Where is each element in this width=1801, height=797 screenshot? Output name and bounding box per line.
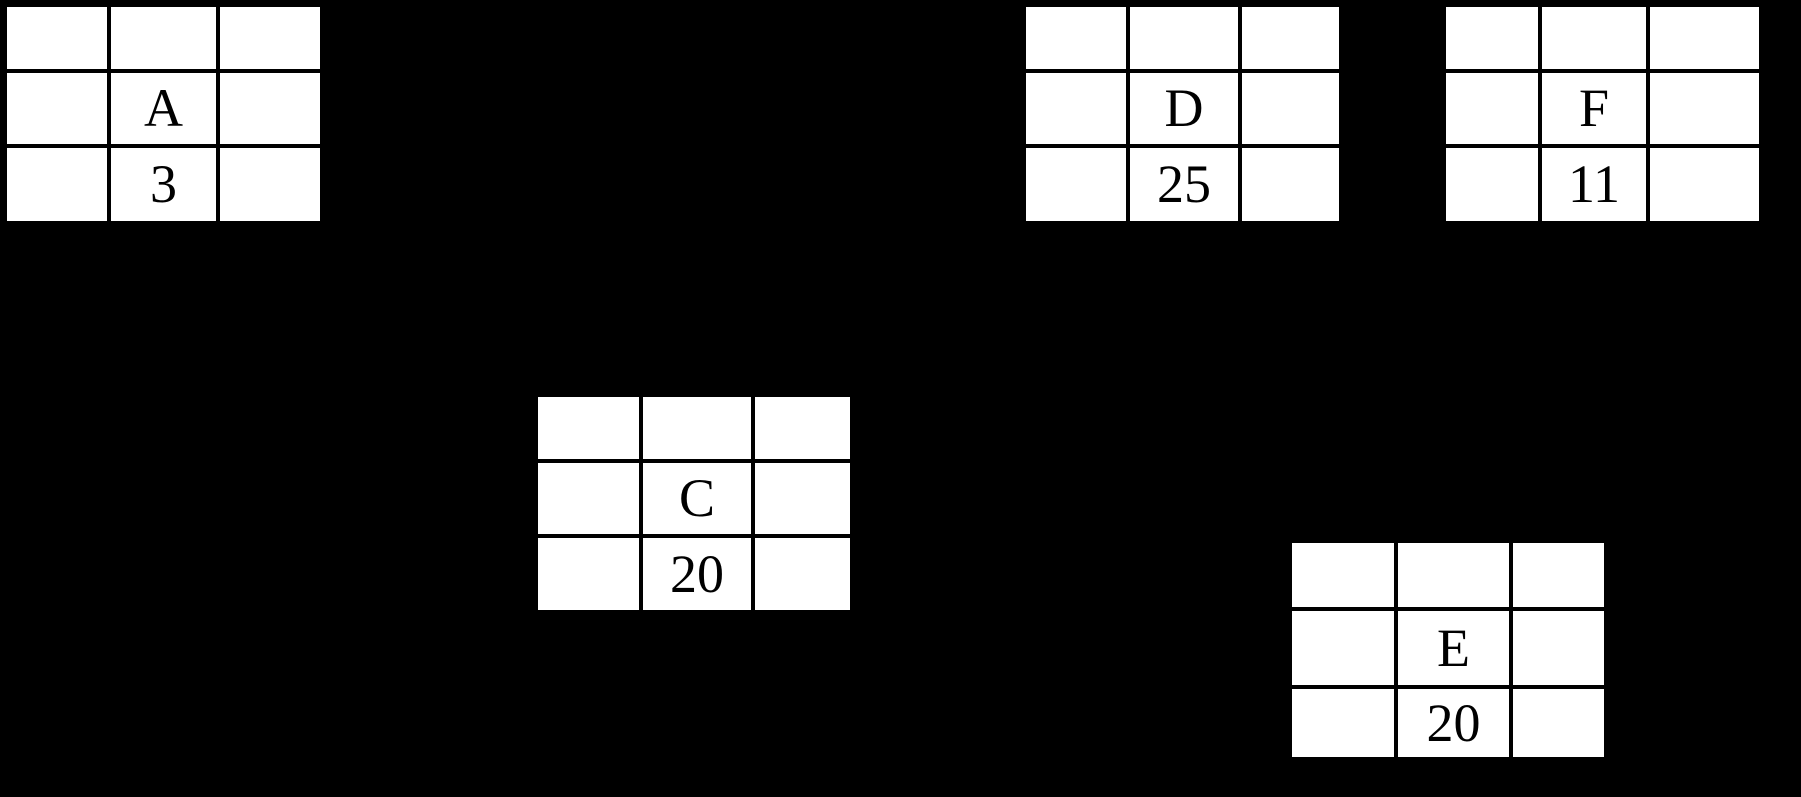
table-f-cell-r3-c1 [1446, 147, 1539, 221]
table-a-cell-r3-c1 [7, 147, 108, 221]
table-f-cell-r3-c3 [1649, 147, 1759, 221]
table-e-cell-r1-c2 [1398, 543, 1509, 608]
table-a-cell-r1-c2 [111, 7, 216, 70]
table-e-label-text: E [1436, 617, 1470, 678]
table-f-label-cell: F [1542, 73, 1646, 144]
table-d-cell-r2-c3 [1241, 73, 1339, 144]
table-c-value-text: 20 [669, 543, 724, 604]
table-e-cell-r3-c1 [1292, 688, 1395, 757]
table-f-cell-r2-c3 [1649, 73, 1759, 144]
table-d-cell-r1-c2 [1130, 7, 1238, 70]
table-e-cell-r1-c3 [1512, 543, 1604, 608]
table-c-label-cell: C [643, 463, 751, 534]
table-e: E 20 [1290, 541, 1604, 757]
table-d-value-cell: 25 [1130, 147, 1238, 221]
table-d-cell-r1-c3 [1241, 7, 1339, 70]
table-a-value-cell: 3 [111, 147, 216, 221]
table-d-label-cell: D [1130, 73, 1238, 144]
table-c-cell-r3-c1 [538, 537, 640, 610]
table-e-cell-r2-c3 [1512, 611, 1604, 685]
table-a-cell-r1-c1 [7, 7, 108, 70]
table-a-cell-r2-c1 [7, 73, 108, 144]
table-a-cell-r3-c3 [219, 147, 320, 221]
table-e-value-cell: 20 [1398, 688, 1509, 757]
table-d-label-text: D [1164, 78, 1204, 139]
table-d-cell-r1-c1 [1026, 7, 1127, 70]
table-c-cell-r1-c1 [538, 397, 640, 460]
table-f-cell-r1-c1 [1446, 7, 1539, 70]
table-f: F 11 [1444, 5, 1759, 221]
table-f-cell-r1-c2 [1542, 7, 1646, 70]
table-c-cell-r2-c1 [538, 463, 640, 534]
table-f-cell-r2-c1 [1446, 73, 1539, 144]
table-c-cell-r2-c3 [754, 463, 850, 534]
table-c-value-cell: 20 [643, 537, 751, 610]
table-a-cell-r1-c3 [219, 7, 320, 70]
table-a-label-text: A [143, 78, 183, 139]
table-e-label-cell: E [1398, 611, 1509, 685]
table-e-cell-r3-c3 [1512, 688, 1604, 757]
table-f-value-text: 11 [1567, 154, 1620, 215]
table-a-value-text: 3 [149, 154, 177, 215]
table-c-cell-r1-c3 [754, 397, 850, 460]
table-c-cell-r3-c3 [754, 537, 850, 610]
table-f-value-cell: 11 [1542, 147, 1646, 221]
table-f-label-text: F [1578, 78, 1610, 139]
table-d-cell-r3-c1 [1026, 147, 1127, 221]
table-d-cell-r2-c1 [1026, 73, 1127, 144]
table-e-value-text: 20 [1426, 692, 1481, 753]
table-c: C 20 [536, 395, 850, 610]
table-d: D 25 [1024, 5, 1339, 221]
table-e-cell-r2-c1 [1292, 611, 1395, 685]
table-c-cell-r1-c2 [643, 397, 751, 460]
table-f-cell-r1-c3 [1649, 7, 1759, 70]
table-c-label-text: C [678, 468, 715, 529]
table-d-value-text: 25 [1156, 154, 1211, 215]
table-a-label-cell: A [111, 73, 216, 144]
table-d-cell-r3-c3 [1241, 147, 1339, 221]
table-e-cell-r1-c1 [1292, 543, 1395, 608]
table-a-cell-r2-c3 [219, 73, 320, 144]
